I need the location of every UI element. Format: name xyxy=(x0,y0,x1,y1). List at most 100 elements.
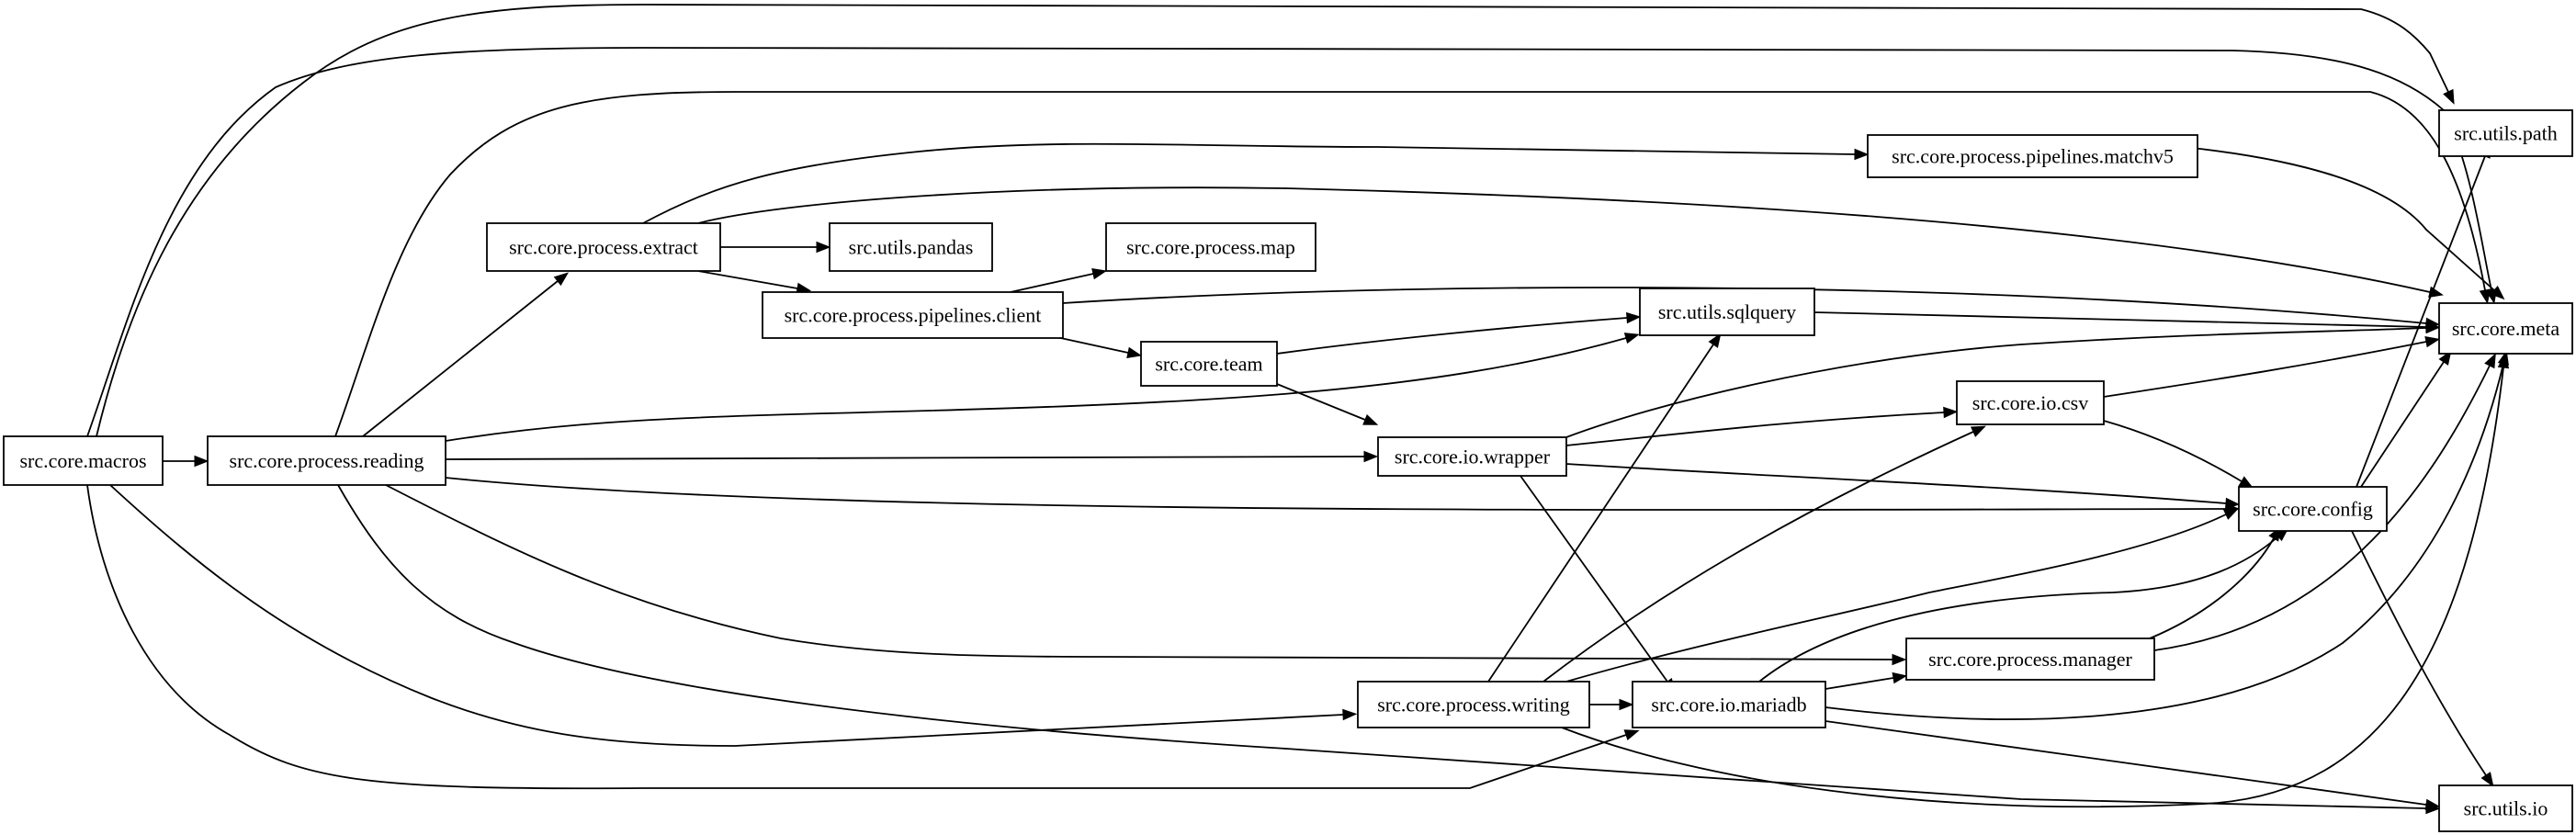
edge-team-wrapper xyxy=(1276,383,1366,421)
edge-matchv5-meta xyxy=(2153,143,2495,291)
edge-manager-meta-arrowhead xyxy=(2484,353,2496,369)
node-box xyxy=(1867,134,2198,178)
edge-sqlquery-meta xyxy=(1813,311,2427,328)
edge-extract-client xyxy=(697,270,798,289)
node-csv: src.core.io.csv xyxy=(1956,380,2105,425)
edge-config-meta xyxy=(2360,361,2445,488)
edge-team-sqlquery xyxy=(1276,317,1628,355)
node-path: src.utils.path xyxy=(2438,109,2573,157)
edge-wrapper-csv-arrowhead xyxy=(1943,406,1959,419)
edge-wrapper-config-arrowhead xyxy=(2225,497,2241,510)
edge-writing-config-arrowhead xyxy=(2222,508,2239,520)
edge-client-team-arrowhead xyxy=(1126,346,1143,358)
edge-client-map xyxy=(1010,273,1094,293)
node-client: src.core.process.pipelines.client xyxy=(762,291,1064,339)
edge-extract-meta-arrowhead xyxy=(2428,286,2444,298)
edge-macros-writing xyxy=(109,484,1344,747)
node-box xyxy=(1956,380,2105,425)
node-box xyxy=(829,222,993,272)
edge-writing-meta xyxy=(1561,367,2504,808)
node-label: src.core.io.mariadb xyxy=(1651,694,1806,717)
node-label: src.core.team xyxy=(1155,353,1262,376)
node-manager: src.core.process.manager xyxy=(1905,638,2155,681)
node-label: src.utils.path xyxy=(2454,122,2557,145)
edge-reading-wrapper xyxy=(445,456,1365,460)
node-label: src.core.meta xyxy=(2452,317,2559,340)
node-reading: src.core.process.reading xyxy=(207,435,446,486)
edge-wrapper-meta-arrowhead xyxy=(2425,322,2441,334)
edge-reading-extract-arrowhead xyxy=(553,272,570,287)
node-writing: src.core.process.writing xyxy=(1357,681,1590,728)
node-box xyxy=(486,222,721,272)
node-box xyxy=(2438,784,2573,832)
edge-csv-config xyxy=(2103,420,2243,482)
node-wrapper: src.core.io.wrapper xyxy=(1377,436,1567,477)
edge-layer xyxy=(86,4,2510,815)
edge-reading-sqlquery-arrowhead xyxy=(1623,333,1640,344)
edge-macros-mariadb xyxy=(86,484,1627,790)
node-io: src.utils.io xyxy=(2438,784,2573,832)
node-box xyxy=(2438,109,2573,157)
node-label: src.core.process.manager xyxy=(1928,648,2132,671)
node-label: src.core.config xyxy=(2253,498,2373,521)
node-meta: src.core.meta xyxy=(2438,302,2573,355)
node-extract: src.core.process.extract xyxy=(486,222,721,272)
edge-manager-meta xyxy=(2153,365,2491,651)
node-box xyxy=(1357,681,1590,728)
edge-macros-reading-arrowhead xyxy=(194,455,209,468)
edge-csv-meta-arrowhead xyxy=(2424,335,2441,348)
edge-mariadb-manager xyxy=(1825,677,1894,690)
edge-client-map-arrowhead xyxy=(1091,268,1108,280)
node-config: src.core.config xyxy=(2238,486,2388,532)
node-sqlquery: src.utils.sqlquery xyxy=(1639,288,1815,336)
edge-team-sqlquery-arrowhead xyxy=(1626,311,1642,324)
node-matchv5: src.core.process.pipelines.matchv5 xyxy=(1867,134,2198,178)
edge-reading-config xyxy=(445,477,2227,511)
edge-mariadb-config xyxy=(1758,536,2279,683)
edge-writing-csv-arrowhead xyxy=(1970,425,1986,437)
edge-matchv5-meta-arrowhead xyxy=(2490,286,2505,300)
node-map: src.core.process.map xyxy=(1105,222,1316,272)
edge-extract-pandas-arrowhead xyxy=(816,241,831,254)
edge-mariadb-manager-arrowhead xyxy=(1892,671,1908,684)
edge-reading-manager xyxy=(385,484,1893,660)
node-box xyxy=(1639,288,1815,336)
edge-extract-matchv5-arrowhead xyxy=(1854,148,1870,161)
edge-macros-writing-arrowhead xyxy=(1342,708,1358,721)
edge-wrapper-config xyxy=(1565,463,2227,504)
node-box xyxy=(1377,436,1567,477)
edge-config-meta-arrowhead xyxy=(2438,350,2452,366)
edge-config-io-arrowhead xyxy=(2480,772,2494,787)
edge-writing-sqlquery xyxy=(1487,344,1714,683)
edge-config-path xyxy=(2356,155,2486,488)
node-team: src.core.team xyxy=(1140,341,1278,387)
node-layer: src.core.macros src.core.process.reading s… xyxy=(3,109,2573,832)
edge-reading-extract xyxy=(362,280,559,437)
node-pandas: src.utils.pandas xyxy=(829,222,993,272)
edge-writing-mariadb-arrowhead xyxy=(1619,698,1634,711)
edge-csv-meta xyxy=(2103,341,2427,398)
node-label: src.core.process.extract xyxy=(509,236,698,259)
node-label: src.core.macros xyxy=(19,449,146,472)
edge-mariadb-meta xyxy=(1825,363,2504,720)
node-label: src.core.process.pipelines.client xyxy=(785,304,1042,327)
node-box xyxy=(2438,302,2573,355)
node-label: src.utils.sqlquery xyxy=(1658,300,1796,323)
edge-extract-matchv5 xyxy=(642,142,1856,224)
node-label: src.core.process.writing xyxy=(1377,694,1570,717)
edge-macros-path-arrowhead xyxy=(2443,88,2455,105)
edge-reading-io xyxy=(337,484,2427,809)
edge-reading-wrapper-arrowhead xyxy=(1363,450,1379,463)
edge-mariadb-io-arrowhead xyxy=(2424,798,2441,811)
edge-mariadb-io xyxy=(1825,720,2427,806)
edge-reading-sqlquery xyxy=(445,337,1627,442)
node-box xyxy=(1905,638,2155,681)
node-label: src.core.process.map xyxy=(1126,236,1295,259)
edge-config-io xyxy=(2351,530,2487,776)
edge-reading-meta xyxy=(334,91,2486,437)
edge-writing-csv xyxy=(1542,431,1974,683)
edge-wrapper-csv xyxy=(1565,412,1945,446)
edge-macros-mariadb-arrowhead xyxy=(1623,729,1640,741)
node-label: src.utils.io xyxy=(2464,797,2548,820)
node-label: src.core.io.wrapper xyxy=(1395,446,1551,468)
